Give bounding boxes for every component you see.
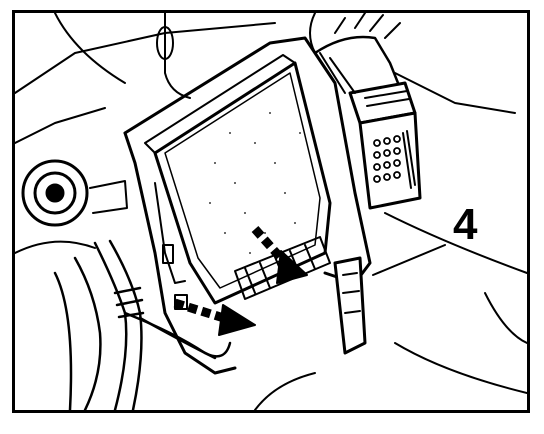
control-unit-removal-illustration bbox=[15, 13, 527, 410]
mounting-grommet bbox=[21, 159, 128, 227]
dashed-arrow-icon bbox=[173, 226, 308, 336]
callout-number-label: 4 bbox=[453, 200, 478, 249]
body-panel-contours bbox=[15, 13, 527, 410]
figure-frame: 4 bbox=[12, 10, 530, 413]
callout-leader-line bbox=[372, 244, 446, 276]
multi-pin-connector-icon bbox=[313, 13, 422, 210]
wiring-harness-icon bbox=[53, 239, 232, 410]
control-unit-module-icon bbox=[123, 36, 372, 375]
